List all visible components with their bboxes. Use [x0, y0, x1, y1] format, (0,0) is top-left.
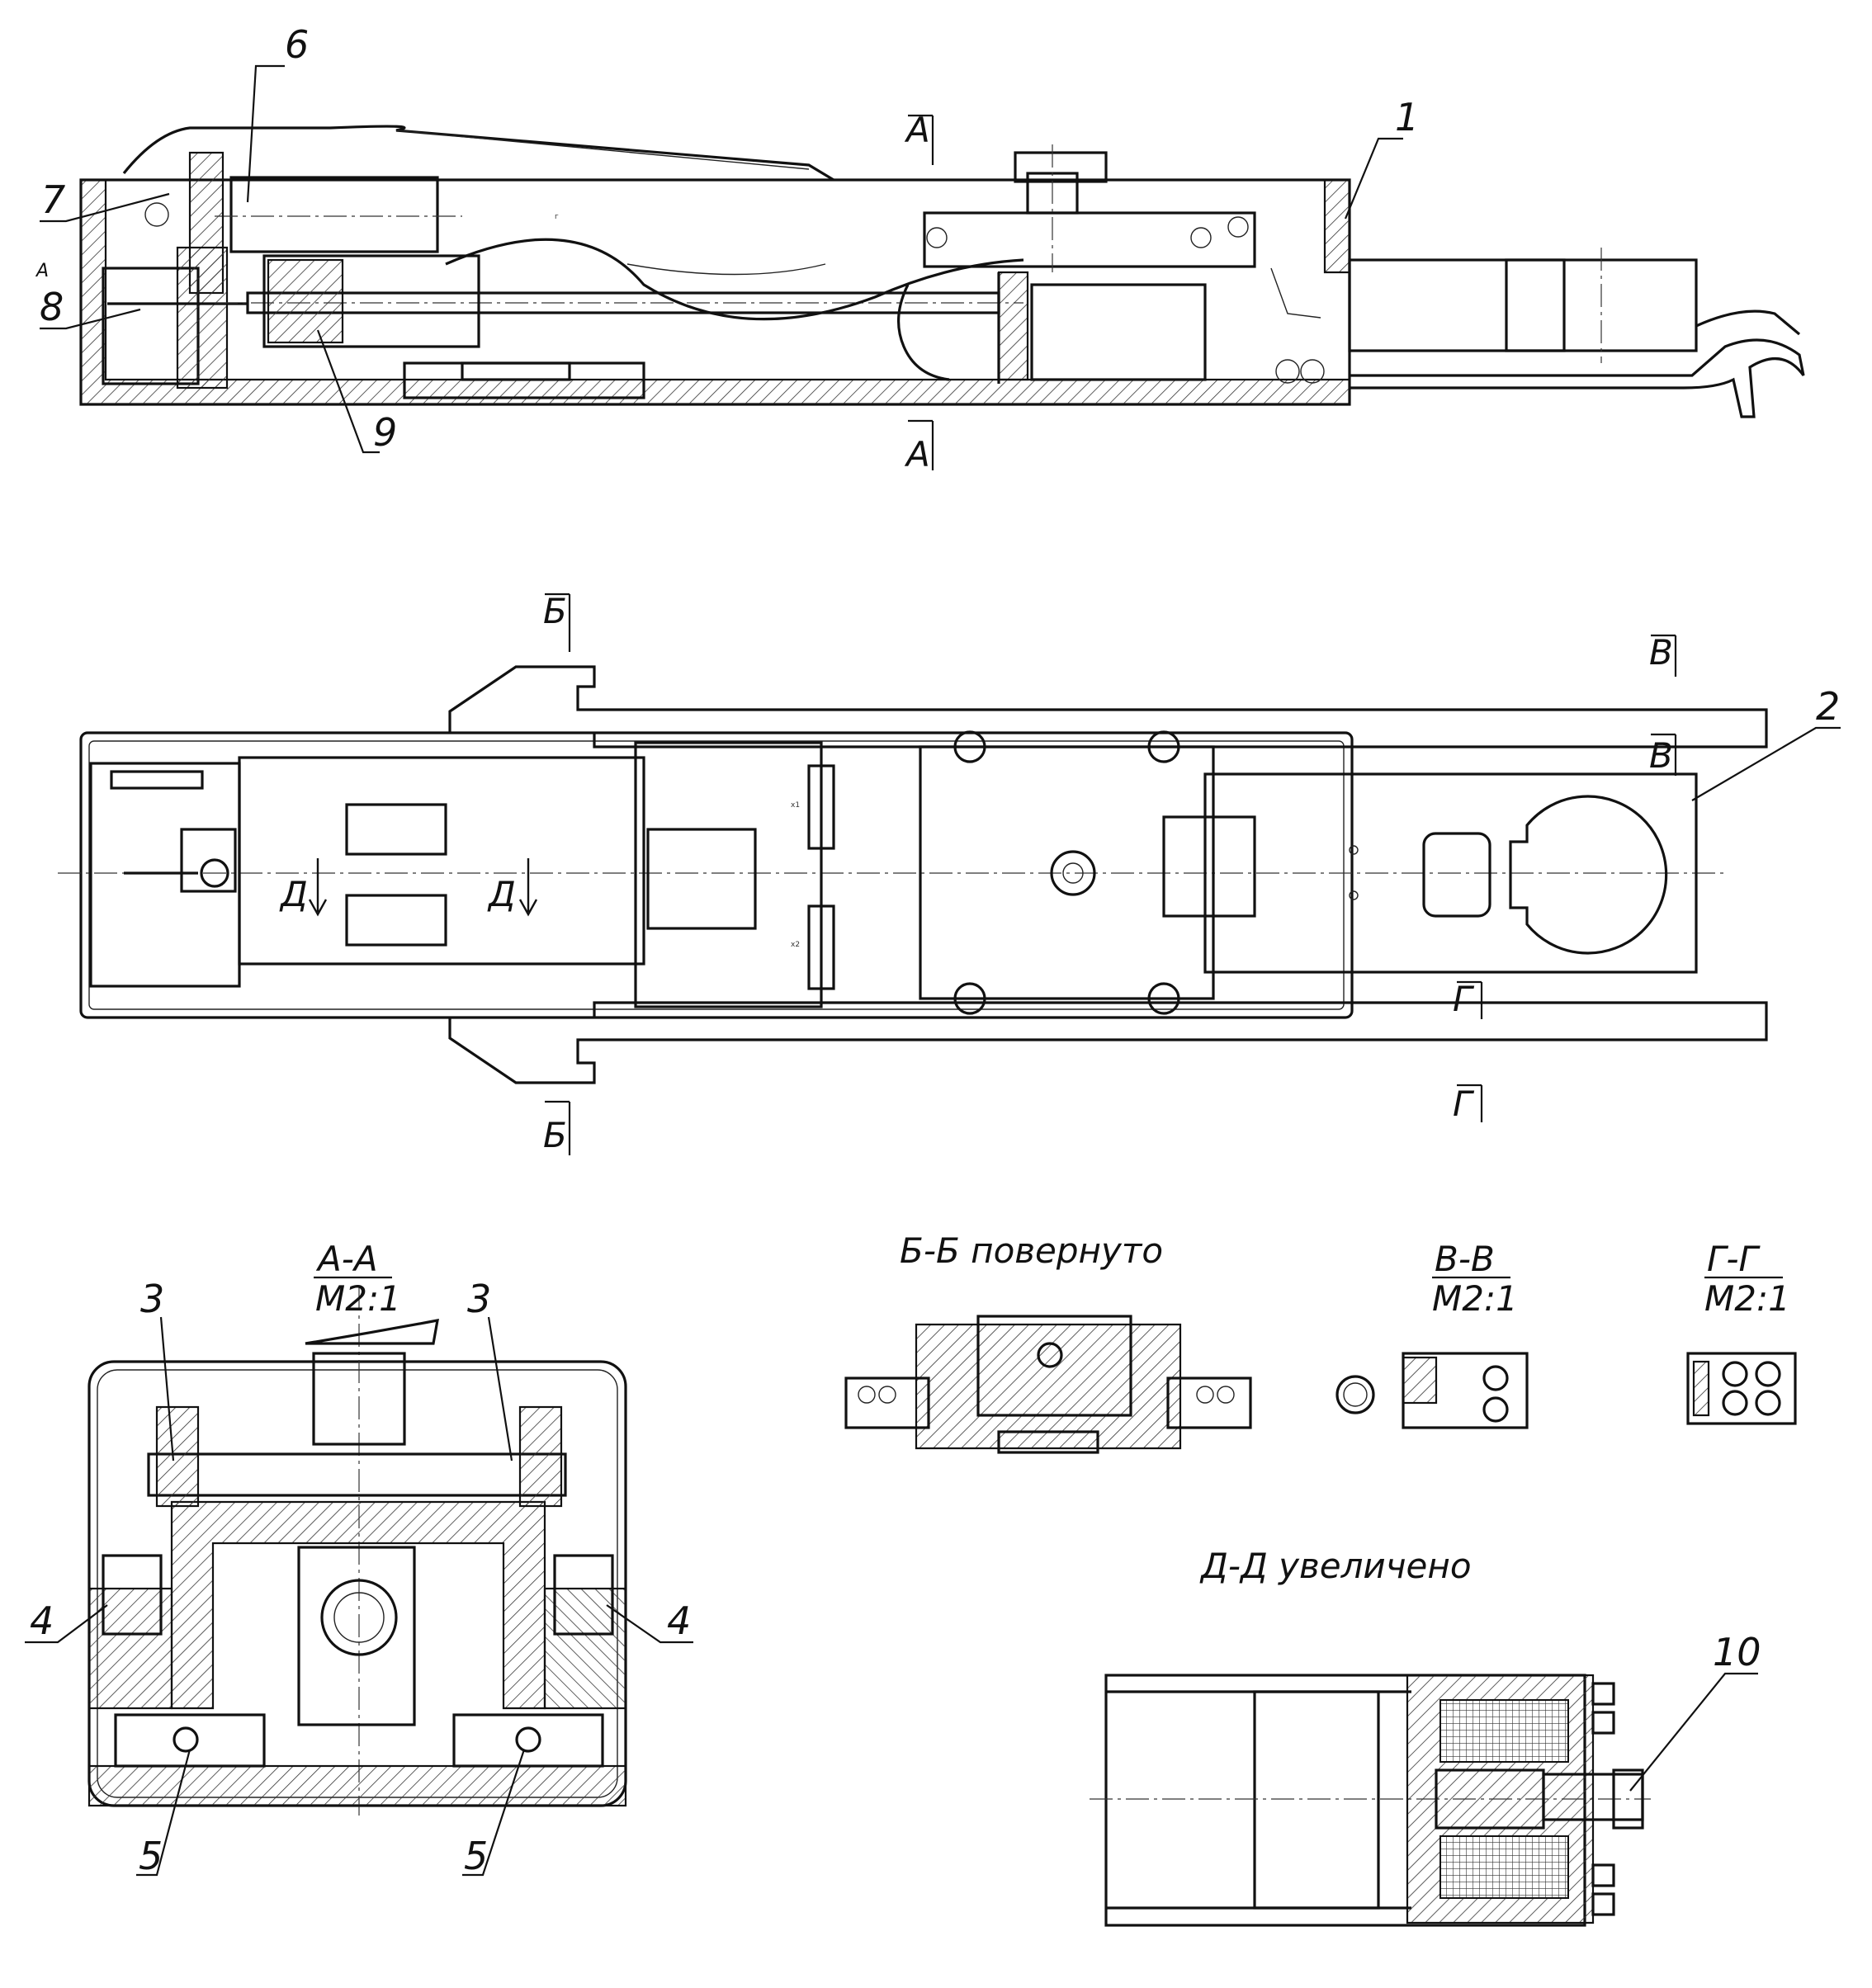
- pos-1: 1: [1395, 95, 1419, 139]
- pos-4-left: 4: [30, 1598, 54, 1643]
- pos-5-right: 5: [464, 1834, 488, 1878]
- pos-7: 7: [41, 177, 65, 222]
- leaders: [25, 64, 1841, 1877]
- section-aa-view: [87, 1287, 627, 1816]
- scale-vv: М2:1: [1432, 1278, 1518, 1319]
- title-aa: А-А: [315, 1239, 378, 1279]
- pos-10: 10: [1713, 1630, 1761, 1674]
- section-bb-view: [844, 1315, 1252, 1454]
- plan-view: х1 х2 г: [58, 213, 1768, 1084]
- mark-v-top: В: [1649, 632, 1673, 673]
- section-dd-view: [1090, 1674, 1651, 1927]
- mark-x1: х1: [791, 801, 800, 810]
- mark-b-top: Б: [543, 591, 567, 631]
- pos-2: 2: [1816, 684, 1840, 729]
- mark-g-top: Г: [1453, 979, 1475, 1019]
- longitudinal-section-view: [79, 125, 1805, 418]
- section-gg-view: [1686, 1352, 1797, 1425]
- mark-x2: х2: [791, 941, 800, 949]
- pos-9: 9: [373, 410, 397, 455]
- section-vv-view: [1335, 1352, 1529, 1429]
- title-dd: Д-Д увеличено: [1199, 1546, 1472, 1586]
- title-vv: В-В: [1435, 1239, 1495, 1279]
- mark-g-small: г: [555, 213, 559, 221]
- scale-aa: М2:1: [315, 1278, 401, 1319]
- mark-a-small: А: [35, 261, 49, 281]
- scale-gg: М2:1: [1704, 1278, 1790, 1319]
- pos-3-left: 3: [140, 1277, 164, 1321]
- mark-a-bottom: А: [904, 434, 930, 475]
- mark-g-bottom: Г: [1453, 1084, 1475, 1124]
- mark-d-right: Д: [487, 874, 516, 914]
- mark-b-bottom: Б: [543, 1115, 567, 1155]
- pos-8: 8: [40, 285, 64, 329]
- mark-a-top: А: [904, 110, 930, 150]
- title-gg: Г-Г: [1707, 1239, 1761, 1279]
- pos-4-right: 4: [667, 1598, 691, 1643]
- mark-v-bottom: В: [1649, 735, 1673, 776]
- mark-d-left: Д: [279, 874, 308, 914]
- pos-6: 6: [285, 22, 309, 67]
- pos-3-right: 3: [467, 1277, 491, 1321]
- title-bb: Б-Б повернуто: [900, 1230, 1163, 1271]
- pos-5-left: 5: [139, 1834, 163, 1878]
